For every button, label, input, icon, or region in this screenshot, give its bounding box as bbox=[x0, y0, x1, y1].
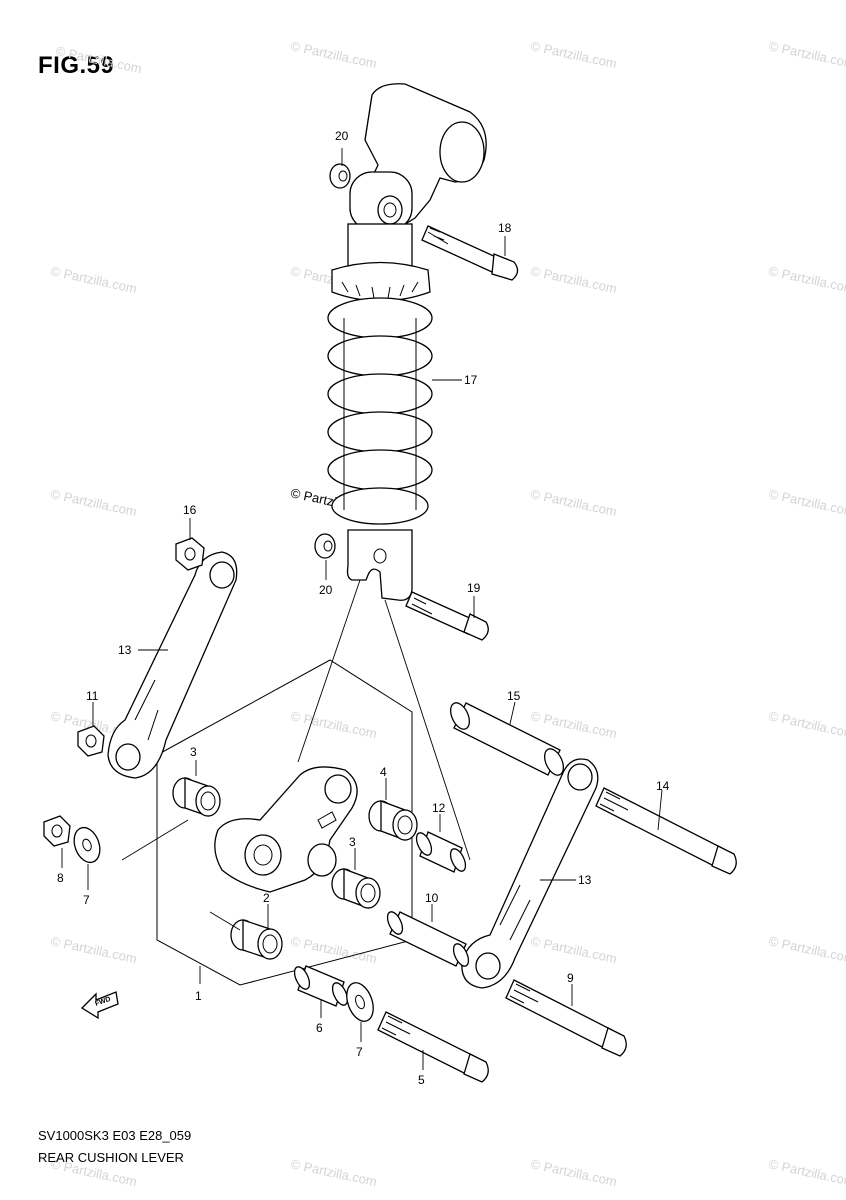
spacer-6 bbox=[293, 965, 349, 1007]
rear-shock-absorber bbox=[327, 83, 487, 601]
nut-16 bbox=[175, 537, 205, 571]
watermark: © Partzilla.com bbox=[767, 933, 846, 966]
callout-10: 10 bbox=[425, 891, 439, 905]
figure-code: SV1000SK3 E03 E28_059 bbox=[38, 1128, 192, 1143]
watermark: © Partzilla.com bbox=[49, 486, 138, 519]
watermark: © Partzilla.com bbox=[529, 486, 618, 519]
callout-6: 6 bbox=[316, 1021, 323, 1035]
callout-7-left: 7 bbox=[83, 893, 90, 907]
figure-name: REAR CUSHION LEVER bbox=[38, 1150, 184, 1165]
bolt-5 bbox=[377, 1011, 489, 1083]
cushion-rod-13-left bbox=[107, 551, 238, 779]
callout-11: 11 bbox=[86, 689, 99, 703]
callout-20-upper: 20 bbox=[335, 129, 349, 143]
pipe-10 bbox=[386, 911, 470, 967]
watermark: © Partzilla.com bbox=[767, 263, 846, 296]
watermark: © Partzilla.com bbox=[767, 38, 846, 71]
watermark: © Partzilla.com bbox=[529, 263, 618, 296]
watermark: © Partzilla.com bbox=[529, 1156, 618, 1189]
bolt-9 bbox=[505, 979, 627, 1057]
nut-8 bbox=[43, 815, 71, 847]
callout-15: 15 bbox=[507, 689, 521, 703]
watermark: © Partzilla.com bbox=[767, 1156, 846, 1189]
callout-13-left: 13 bbox=[118, 643, 132, 657]
callout-5: 5 bbox=[418, 1073, 425, 1087]
callout-3-lower: 3 bbox=[349, 835, 356, 849]
watermark: © Partzilla.com bbox=[529, 933, 618, 966]
watermark: © Partzilla.com bbox=[289, 1156, 378, 1189]
watermark: © Partzilla.com bbox=[767, 708, 846, 741]
washer-7-right bbox=[346, 982, 374, 1022]
callout-16: 16 bbox=[183, 503, 197, 517]
watermark: © Partzilla.com bbox=[289, 933, 378, 966]
watermark: © Partzilla.com bbox=[289, 38, 378, 71]
callout-14: 14 bbox=[656, 779, 670, 793]
callout-12: 12 bbox=[432, 801, 446, 815]
bearing-2 bbox=[230, 919, 283, 960]
figure-title: FIG.59 bbox=[38, 52, 115, 79]
callout-13-right: 13 bbox=[578, 873, 592, 887]
pipe-15 bbox=[449, 702, 565, 776]
callout-19: 19 bbox=[467, 581, 481, 595]
nut-11 bbox=[77, 725, 105, 757]
watermark: © Partzilla.com bbox=[529, 38, 618, 71]
spacer-12 bbox=[415, 831, 467, 873]
bearing-3-lower bbox=[331, 868, 381, 909]
fwd-arrow: FWD bbox=[80, 991, 119, 1020]
callout-17: 17 bbox=[464, 373, 478, 387]
callout-20-lower: 20 bbox=[319, 583, 333, 597]
callout-9: 9 bbox=[567, 971, 574, 985]
callout-8: 8 bbox=[57, 871, 64, 885]
bearing-4 bbox=[368, 800, 418, 841]
bolt-19 bbox=[405, 591, 489, 641]
watermark: © Partzilla.com bbox=[529, 708, 618, 741]
callout-3-upper: 3 bbox=[190, 745, 197, 759]
nut-20-lower bbox=[314, 533, 336, 559]
watermark: © Partzilla.com bbox=[49, 933, 138, 966]
cushion-lever bbox=[214, 766, 358, 893]
bolt-14 bbox=[595, 787, 737, 875]
bearing-3-upper bbox=[172, 777, 221, 817]
callout-4: 4 bbox=[380, 765, 387, 779]
bolt-18 bbox=[421, 225, 519, 281]
watermark: © Partzilla.com bbox=[49, 263, 138, 296]
nut-20-upper bbox=[329, 163, 351, 189]
callout-7-right: 7 bbox=[356, 1045, 363, 1059]
assembly-lines bbox=[121, 579, 471, 931]
watermark: © Partzilla.com bbox=[289, 708, 378, 741]
callout-2: 2 bbox=[263, 891, 270, 905]
watermark: © Partzilla.com bbox=[767, 486, 846, 519]
callout-18: 18 bbox=[498, 221, 512, 235]
callouts: 20 18 17 16 20 19 13 11 15 3 4 14 bbox=[57, 129, 670, 1087]
callout-1: 1 bbox=[195, 989, 202, 1003]
washer-7-left bbox=[73, 826, 101, 864]
watermark: © Partzilla.com bbox=[54, 43, 143, 76]
